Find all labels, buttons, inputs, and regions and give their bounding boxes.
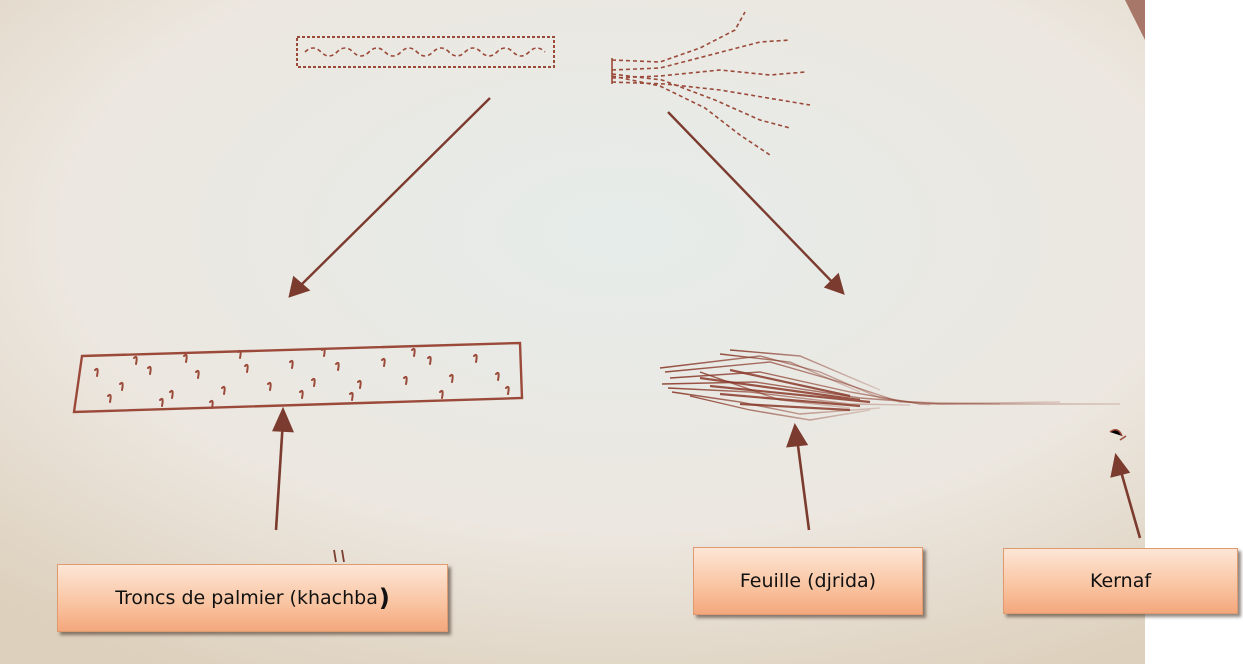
label-kernaf-text: Kernaf [1090, 570, 1151, 592]
label-kernaf: Kernaf [1003, 548, 1238, 614]
label-troncs-closing: ) [379, 584, 390, 612]
label-feuille-text: Feuille (djrida) [740, 570, 876, 592]
label-feuille: Feuille (djrida) [693, 547, 923, 615]
label-troncs-text: Troncs de palmier (khachba [115, 587, 378, 609]
label-troncs: Troncs de palmier (khachba) [57, 564, 448, 632]
